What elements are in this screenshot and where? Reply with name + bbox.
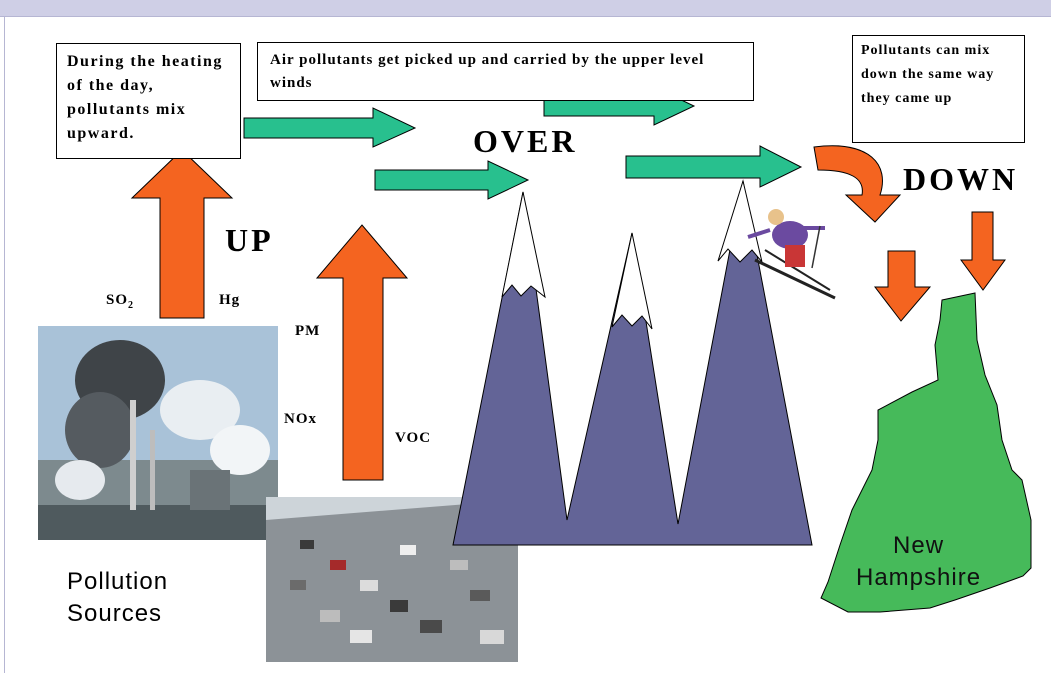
up-arrow-left	[130, 149, 234, 319]
slide-frame	[4, 16, 1048, 673]
upper-winds-textbox: Air pollutants get picked up and carried…	[257, 42, 754, 101]
factory-photo	[38, 326, 278, 540]
down-arrow-right	[960, 211, 1006, 291]
down-label: DOWN	[903, 161, 1019, 197]
mountains	[452, 179, 813, 546]
hg-label: Hg	[219, 292, 241, 308]
up-label: UP	[225, 222, 274, 258]
mix-down-text: Pollutants can mix down the same way the…	[861, 43, 995, 106]
wind-arrow-1	[243, 107, 417, 148]
pollution-sources-label: Pollution Sources	[67, 568, 169, 627]
heating-textbox: During the heating of the day, pollutant…	[56, 43, 241, 159]
wind-arrow-2	[374, 160, 530, 200]
pm-label: PM	[295, 323, 321, 339]
top-bar	[0, 0, 1051, 17]
voc-label: VOC	[395, 430, 432, 446]
nox-label: NOx	[284, 411, 317, 427]
so2-label: SO2	[106, 292, 134, 311]
new-hampshire-shape	[820, 292, 1032, 613]
wind-arrow-4	[625, 145, 803, 188]
skier	[747, 209, 836, 300]
up-arrow-right	[315, 224, 409, 481]
over-label: OVER	[473, 123, 578, 159]
down-arrow-left	[873, 250, 932, 322]
heating-text: During the heating of the day, pollutant…	[67, 53, 223, 142]
mix-down-textbox: Pollutants can mix down the same way the…	[852, 35, 1025, 143]
so2-text: SO	[106, 292, 129, 308]
so2-subscript: 2	[128, 300, 135, 311]
new-hampshire-label: New Hampshire	[856, 532, 982, 591]
upper-winds-text: Air pollutants get picked up and carried…	[270, 52, 705, 91]
curved-down-arrow	[813, 145, 902, 223]
